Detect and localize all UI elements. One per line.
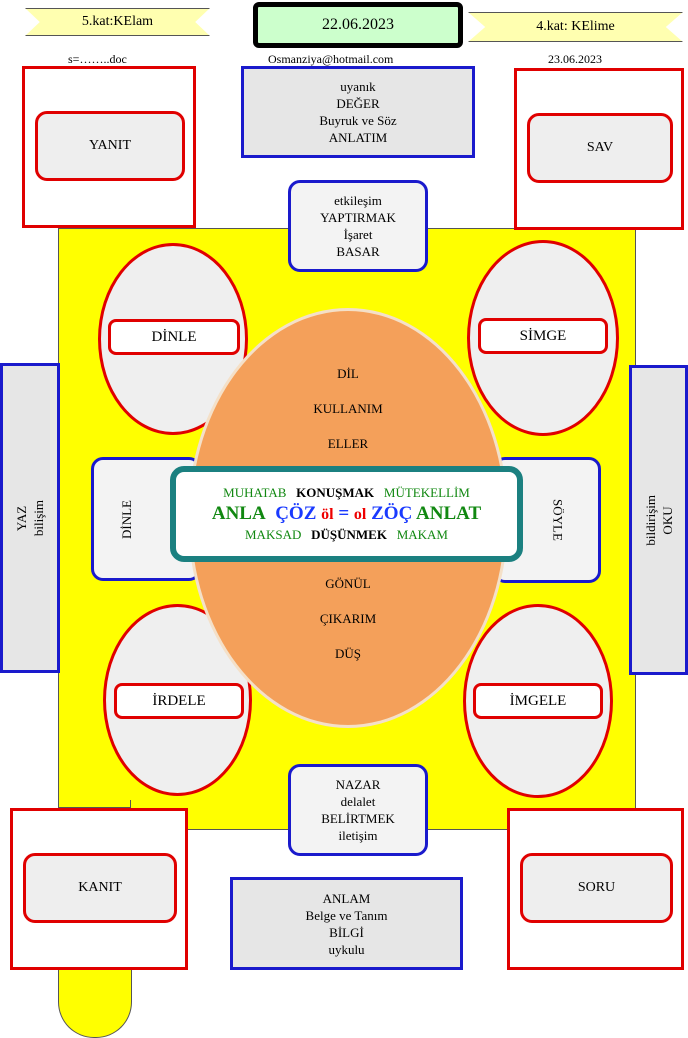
bottom-box-line-2: Belge ve Tanım [305,907,388,923]
corner-bottom-left-inner: KANIT [23,853,177,923]
date-title-text: 22.06.2023 [322,16,394,33]
top-box: uyanık DEĞER Buyruk ve Söz ANLATIM [241,66,475,158]
left-banner: 5.kat:KElam [25,8,210,36]
mutekellim-text: MÜTEKELLİM [383,485,470,500]
corner-bottom-right-inner: SORU [520,853,673,923]
bottom-box-line-4: uykulu [328,941,365,957]
simge-text: SİMGE [519,327,567,344]
side-inner-left-text: DİNLE [118,499,134,539]
upper-middle-box: etkileşim YAPTIRMAK İşaret BASAR [288,180,428,272]
corner-bottom-right: SORU [507,808,684,970]
dusunmek-text: DÜŞÜNMEK [311,527,387,542]
ellipse-top-left-label: DİNLE [108,319,240,355]
lower-middle-line-4: iletişim [338,828,378,843]
irdele-text: İRDELE [152,692,206,709]
konusmak-text: KONUŞMAK [296,485,375,500]
core-row-3: MAKSAD DÜŞÜNMEK MAKAM [245,527,448,543]
corner-top-left: YANIT [22,66,196,228]
word-dus: DÜŞ [334,646,361,661]
corner-top-right-inner: SAV [527,113,673,183]
equals-text: = [338,503,350,524]
side-left-box: YAZ bilişim [0,363,60,673]
soru-label: SORU [577,880,616,895]
upper-middle-line-1: etkileşim [334,193,382,208]
corner-top-left-inner: YANIT [35,111,185,181]
left-meta: s=……..doc [68,52,127,66]
top-box-line-3: Buyruk ve Söz [319,113,397,128]
bottom-box-line-1: ANLAM [322,890,371,906]
yanit-label: YANIT [89,138,131,153]
corner-bottom-left: KANIT [10,808,188,970]
makam-text: MAKAM [396,527,448,542]
right-date: 23.06.2023 [548,52,602,66]
right-banner-text: 4.kat: KElime [536,19,615,34]
side-right-line-2: OKU [659,505,675,535]
dinle-top-text: DİNLE [151,328,197,345]
imgele-text: İMGELE [509,692,567,709]
ellipse-top-right-label: SİMGE [478,318,608,354]
side-left-text: YAZ bilişim [13,500,47,536]
zoc-text: ZÖÇ [371,503,413,524]
bottom-box: ANLAM Belge ve Tanım BİLGİ uykulu [230,877,463,970]
top-box-line-4: ANLATIM [328,130,388,145]
top-box-line-2: DEĞER [336,96,380,111]
lower-middle-box: NAZAR delalet BELİRTMEK iletişim [288,764,428,856]
top-box-line-1: uyanık [340,79,376,94]
ellipse-bottom-right-label: İMGELE [473,683,603,719]
side-inner-right-text: SÖYLE [550,499,566,541]
upper-middle-line-3: İşaret [343,227,373,242]
ellipse-bottom-left-label: İRDELE [114,683,244,719]
corner-top-right: SAV [514,68,684,230]
anlat-text: ANLAT [416,503,482,524]
coz-text: ÇÖZ [275,503,317,524]
bottom-box-line-3: BİLGİ [329,924,364,940]
ol-right-text: ol [353,506,367,523]
muhatab-text: MUHATAB [223,485,287,500]
email-text: Osmanziya@hotmail.com [268,52,394,66]
side-right-text: bildirişim OKU [642,495,676,546]
upper-middle-line-2: YAPTIRMAK [320,210,396,225]
lower-middle-line-3: BELİRTMEK [321,811,395,826]
right-banner: 4.kat: KElime [468,12,683,42]
lower-middle-line-1: NAZAR [335,777,381,792]
word-eller: ELLER [327,436,369,451]
side-left-line-1: YAZ [14,505,29,531]
word-dil: DİL [337,366,359,381]
core-box: MUHATAB KONUŞMAK MÜTEKELLİM ANLA ÇÖZ öl … [170,466,523,562]
ol-left-text: öl [321,506,334,523]
word-gonul: GÖNÜL [325,576,371,591]
core-row-1: MUHATAB KONUŞMAK MÜTEKELLİM [223,485,470,501]
lower-middle-line-2: delalet [340,794,376,809]
anla-text: ANLA [211,503,266,524]
kanit-label: KANIT [78,880,122,895]
word-cikarim: ÇIKARIM [319,611,377,626]
date-title: 22.06.2023 [253,2,463,48]
upper-middle-line-4: BASAR [336,244,380,259]
left-banner-text: 5.kat:KElam [81,14,154,29]
side-right-box: bildirişim OKU [629,365,688,675]
side-left-line-2: bilişim [31,499,46,537]
side-right-line-1: bildirişim [642,494,658,546]
maksad-text: MAKSAD [245,527,302,542]
sav-label: SAV [586,140,614,155]
core-row-2: ANLA ÇÖZ öl = ol ZÖÇ ANLAT [212,503,481,525]
word-kullanim: KULLANIM [313,401,383,416]
